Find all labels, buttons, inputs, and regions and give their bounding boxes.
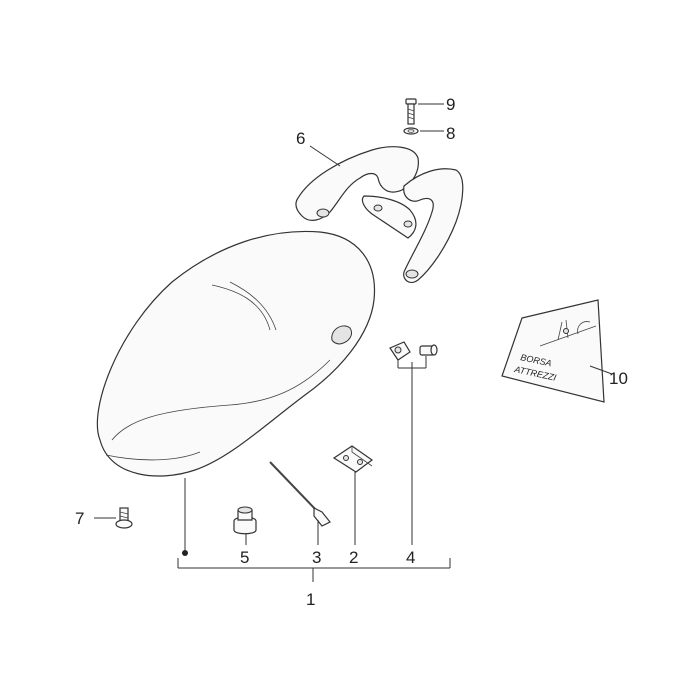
grab-handle-part <box>295 146 464 284</box>
callout-4: 4 <box>406 548 415 567</box>
rubber-buffer-part <box>233 506 257 535</box>
bullet-dot <box>182 550 188 556</box>
bolt-part <box>405 98 417 125</box>
callout-6: 6 <box>296 129 305 148</box>
callout-8: 8 <box>446 124 455 143</box>
hinge-pin-part <box>389 341 438 361</box>
callout-7: 7 <box>75 509 84 528</box>
callout-1: 1 <box>306 590 315 609</box>
seat-part <box>96 230 376 477</box>
bracket-part <box>332 445 374 473</box>
callout-2: 2 <box>349 548 358 567</box>
callout-10: 10 <box>609 369 628 388</box>
screw-part <box>115 507 133 529</box>
callout-3: 3 <box>312 548 321 567</box>
cable-tie-part <box>269 461 331 527</box>
leader-lines <box>94 103 613 582</box>
tool-bag-part: BORSA ATTREZZI <box>501 299 605 403</box>
callout-numbers: 1 2 3 4 5 6 7 8 9 10 <box>75 95 628 609</box>
callout-9: 9 <box>446 95 455 114</box>
callout-5: 5 <box>240 548 249 567</box>
washer-part <box>403 127 419 135</box>
